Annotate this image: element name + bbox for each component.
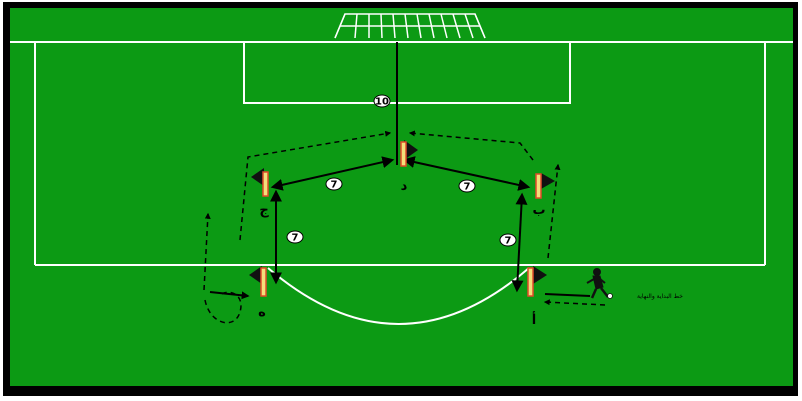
distance-badge-shot: 10 <box>374 95 390 108</box>
distance-badge-left-vertical: 7 <box>287 231 303 244</box>
distance-badge-right-diagonal: 7 <box>459 180 475 193</box>
cone-pole <box>263 172 268 196</box>
cone-label-left: ج <box>259 203 269 218</box>
cone-label-bottom-right: أ <box>532 311 536 328</box>
cone-label-right: ب <box>532 203 545 218</box>
cone-label-center: د <box>401 179 408 194</box>
cone-pole <box>536 174 541 198</box>
distance-shot: 10 <box>375 97 389 108</box>
distance-right-vertical: 7 <box>505 236 512 247</box>
distance-badge-left-diagonal: 7 <box>326 178 342 191</box>
distance-left-diagonal: 7 <box>331 180 338 191</box>
cone-pole <box>261 268 266 296</box>
distance-left-vertical: 7 <box>292 233 299 244</box>
cone-pole <box>401 142 406 166</box>
pitch <box>10 8 793 386</box>
cone-label-bottom-left: ه <box>258 305 266 320</box>
start-finish-caption: خط البداية والنهاية <box>637 293 683 300</box>
cone-pole <box>528 268 533 296</box>
distance-badge-right-vertical: 7 <box>500 234 516 247</box>
distance-right-diagonal: 7 <box>464 182 471 193</box>
